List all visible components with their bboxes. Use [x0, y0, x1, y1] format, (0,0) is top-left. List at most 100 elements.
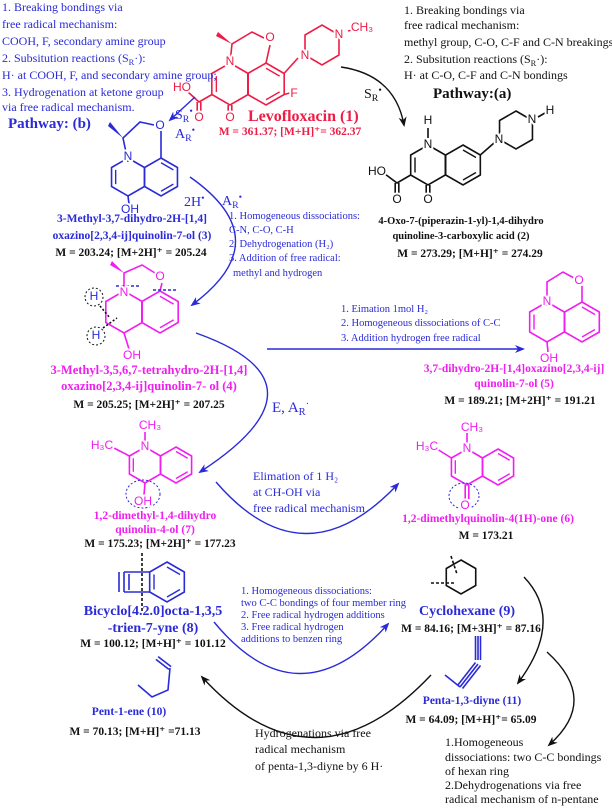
step-note: 1. Homogeneous dissociations: — [241, 586, 372, 597]
double-bond — [265, 67, 280, 77]
bond — [123, 332, 130, 350]
bond — [113, 447, 130, 457]
atom-label: H — [424, 113, 433, 127]
double-bond — [155, 658, 170, 671]
atom-label: N — [141, 439, 150, 453]
step-note: free radical mechanism — [253, 501, 365, 515]
atom-label: N — [495, 132, 504, 146]
double-bond — [265, 91, 280, 101]
ring-bond — [481, 448, 515, 486]
atom-label: O — [423, 192, 432, 206]
step-note: 1. Homogeneous dissociations: — [229, 211, 360, 222]
atom-label: OH — [134, 494, 152, 508]
arrow-7-to-6 — [215, 481, 400, 535]
subscript: R — [530, 59, 537, 68]
note-b-line: COOH, F, secondary amine group — [2, 34, 166, 48]
ring-bond — [445, 559, 477, 595]
step-note: 2. Free radical hydrogen additions — [241, 610, 385, 621]
double-bond — [160, 183, 174, 192]
e-ar-reagent: E, AR· — [272, 399, 309, 419]
text: 2. Subsitution reactions (S — [2, 51, 129, 65]
atom-label: H₃C — [416, 439, 439, 453]
text: 2H — [184, 195, 202, 210]
arrow-9-to-11 — [516, 576, 544, 685]
step-note: of hexan ring — [445, 764, 509, 778]
compound-1-name: Levofloxacin (1) — [248, 108, 359, 125]
compound-8-name: -trien-7-yne (8) — [107, 621, 199, 636]
step-note: 2.Dehydrogenations via free — [445, 778, 582, 792]
step-note: radical mechanism — [255, 742, 346, 756]
text: ·): — [536, 52, 548, 66]
triple-bond — [456, 662, 477, 686]
compound-2-name: 4-Oxo-7-(piperazin-1-yl)-1,4-dihydro — [378, 216, 544, 227]
double-bond — [581, 306, 596, 316]
double-bond — [497, 452, 511, 461]
atom-label: CH₃ — [461, 420, 483, 434]
sr-reagent-a: SR• — [364, 86, 382, 104]
compound-5-mass: M = 189.21; [M+2H]⁺ = 191.21 — [444, 395, 596, 407]
arrow-1-to-2 — [340, 66, 407, 127]
step-note: 1.Homogeneous — [445, 735, 524, 749]
bond — [347, 29, 353, 32]
compound-4-atoms: N O OH H H — [88, 267, 167, 364]
note-b-line: free radical mechanism: — [2, 17, 118, 31]
atom-label: N — [424, 137, 433, 151]
atom-label: OH — [121, 202, 139, 216]
compound-2-atoms: H N HO O O N N H — [366, 101, 556, 208]
text: E, A — [272, 400, 299, 416]
step-note: 3. Free radical hydrogen — [241, 622, 344, 633]
bond — [384, 173, 412, 184]
compound-3-atoms: N O OH — [119, 116, 167, 218]
atom-label: F — [290, 86, 297, 100]
ring-bond — [247, 62, 285, 106]
compound-8-name: Bicyclo[4.2.0]octa-1,3,5 — [83, 604, 223, 619]
compound-3-name: oxazino[2,3,4-ij]quinolin-7-ol (3) — [52, 230, 212, 242]
double-bond — [497, 473, 511, 482]
atom-label: OH — [540, 351, 558, 365]
bond — [304, 24, 340, 55]
step-note: at CH-OH via — [253, 485, 321, 499]
bond — [546, 271, 575, 306]
bond — [127, 195, 130, 205]
double-bond — [581, 328, 596, 338]
step-note: C-N, C-O, C-H — [229, 225, 294, 236]
compound-4-mass: M = 205.25; [M+2H]⁺ = 207.25 — [73, 399, 225, 411]
compound-6-mass: M = 173.21 — [458, 530, 514, 542]
bond — [187, 91, 213, 103]
text: A — [222, 194, 233, 209]
bond — [265, 44, 271, 64]
atom-label: O — [155, 118, 164, 132]
atom-label: HO — [368, 164, 386, 178]
note-b-line: H· at COOH, F, and secondary amine group… — [2, 68, 217, 82]
atom-label: N — [124, 149, 133, 163]
compound-11-name: Penta-1,3-diyne (11) — [422, 695, 522, 707]
compound-4-name: 3-Methyl-3,5,6,7-tetrahydro-2H-[1,4] — [50, 363, 248, 377]
sr-reagent-b: SR• — [175, 107, 193, 125]
bond — [546, 341, 549, 353]
step-note: methyl and hydrogen — [233, 268, 323, 279]
methyl-wedge — [108, 122, 123, 138]
triple-bond — [459, 663, 479, 688]
text: S — [364, 87, 372, 102]
bond — [122, 121, 155, 163]
atom-label: N — [543, 294, 552, 308]
compound-10-mass: M = 70.13; [M+H]⁺ =71.13 — [69, 726, 201, 738]
ring-bond — [563, 301, 601, 343]
note-a-line: free radical mechanism: — [404, 18, 520, 32]
bond — [479, 142, 495, 156]
text: ·): — [134, 51, 146, 65]
bond — [283, 92, 291, 96]
atom-label: O — [460, 498, 469, 512]
note-b-line: 3. Hydrogenation at ketone group — [2, 85, 164, 99]
atom-label: O — [392, 192, 401, 206]
atom-label: H — [92, 328, 101, 342]
compound-3-mass: M = 203.24; [M+2H]⁺ = 205.24 — [55, 247, 207, 259]
compound-5-name: 3,7-dihydro-2H-[1,4]oxazino[2,3,4-ij] — [423, 363, 605, 375]
double-bond — [159, 295, 174, 305]
atom-label: N — [463, 441, 472, 455]
step-note: Elimation of 1 H₂ — [253, 469, 339, 483]
compound-8-mass: M = 100.12; [M+H]⁺ = 101.12 — [80, 638, 226, 650]
step-note: 3. Addition hydrogen free radical — [341, 333, 481, 344]
atom-label: O — [574, 273, 583, 287]
